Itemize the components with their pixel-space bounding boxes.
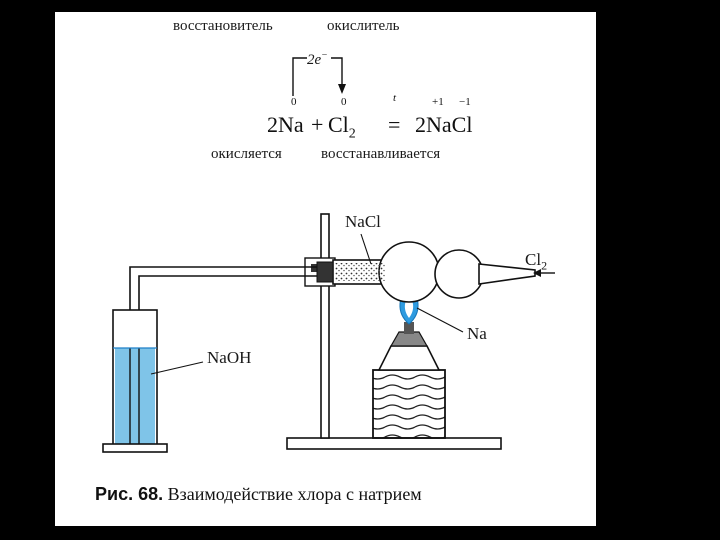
product-nacl: 2NaCl xyxy=(415,112,473,137)
ox-state-na-product: +1 xyxy=(432,96,444,108)
reducer-label: восстановитель xyxy=(173,18,273,34)
equals-sign: = xyxy=(388,112,401,137)
plus-sign: + xyxy=(311,112,324,137)
ox-state-cl2: 0 xyxy=(341,96,347,108)
nacl-label: NaCl xyxy=(345,212,381,231)
reduced-label: восстанавливается xyxy=(321,146,441,162)
figure-caption: Рис. 68. Взаимодействие хлора с натрием xyxy=(95,484,422,505)
oxidized-label: окисляется xyxy=(211,146,282,162)
cl2-label: Cl2 xyxy=(525,250,548,273)
ox-state-cl-product: −1 xyxy=(459,96,471,108)
stand-base xyxy=(286,437,502,450)
tube-stopper xyxy=(316,261,334,283)
ox-state-na: 0 xyxy=(291,96,297,108)
reactant-cl2: Cl2 xyxy=(328,112,356,142)
naoh-cylinder xyxy=(102,309,168,453)
nacl-leader xyxy=(360,233,372,265)
naoh-leader xyxy=(150,361,204,375)
na-label: Na xyxy=(467,324,487,343)
reactant-na: 2Na xyxy=(267,112,304,137)
cl2-arrow-head xyxy=(533,269,541,277)
oxidizer-label: окислитель xyxy=(327,18,400,34)
apparatus-diagram xyxy=(102,57,555,453)
wooden-block xyxy=(372,369,446,439)
caption-prefix: Рис. 68. xyxy=(95,484,164,504)
electron-transfer-label: 2e− xyxy=(307,50,328,68)
figure-sheet: восстановитель окислитель 2e− 0 0 t +1 −… xyxy=(55,12,596,526)
condition-t: t xyxy=(393,92,397,104)
stand-rod xyxy=(320,213,330,439)
nacl-deposit xyxy=(335,263,385,281)
caption-text: Взаимодействие хлора с натрием xyxy=(167,484,422,504)
spirit-burner xyxy=(377,322,441,371)
naoh-label: NaOH xyxy=(207,348,252,367)
electron-arrow xyxy=(292,57,343,96)
na-leader xyxy=(416,307,464,333)
electron-arrow-head xyxy=(338,84,346,94)
